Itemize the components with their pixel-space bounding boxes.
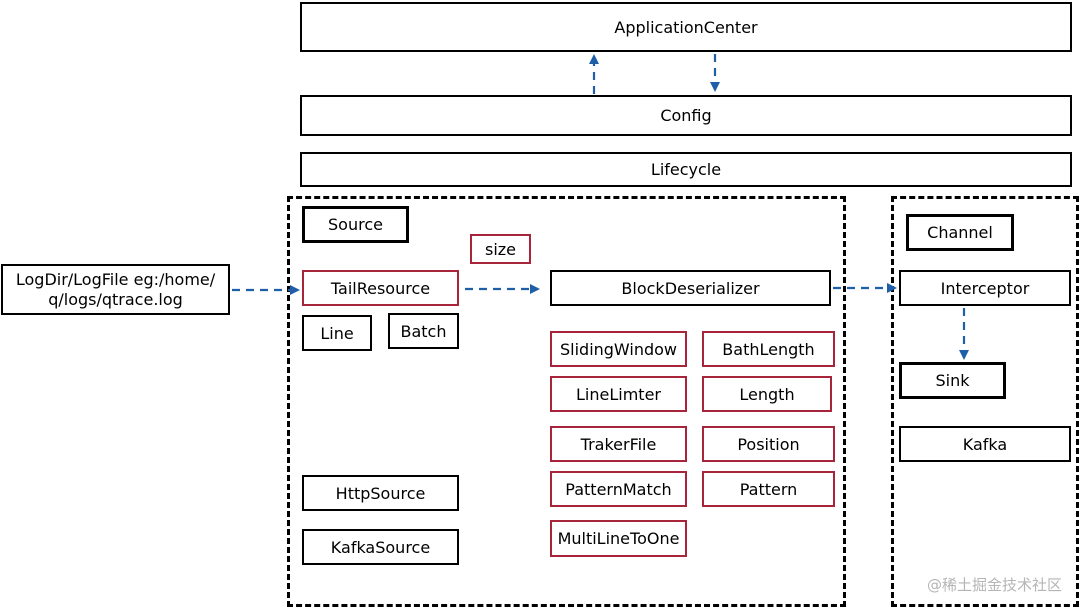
sink-label: Sink: [935, 371, 970, 390]
application-center-box: ApplicationCenter: [300, 2, 1072, 52]
sliding-window-box: SlidingWindow: [550, 331, 687, 367]
channel-label: Channel: [927, 223, 993, 242]
channel-container: [891, 196, 1079, 607]
pattern-match-box: PatternMatch: [550, 471, 687, 507]
multi-line-to-one-label: MultiLineToOne: [557, 529, 680, 548]
kafka-label: Kafka: [962, 434, 1008, 454]
source-container: [287, 196, 846, 607]
lifecycle-box: Lifecycle: [300, 152, 1072, 187]
config-box: Config: [300, 95, 1072, 136]
block-deserializer-box: BlockDeserializer: [550, 270, 831, 306]
line-label: Line: [320, 323, 354, 343]
log-path-line1: LogDir/LogFile eg:/home/: [15, 269, 216, 289]
tail-resource-label: TailResource: [330, 278, 431, 298]
line-box: Line: [302, 315, 372, 351]
kafka-source-label: KafkaSource: [330, 537, 431, 557]
pattern-match-label: PatternMatch: [565, 479, 672, 499]
traker-file-box: TrakerFile: [550, 426, 687, 462]
http-source-box: HttpSource: [302, 475, 459, 511]
traker-file-label: TrakerFile: [580, 434, 657, 454]
pattern-box: Pattern: [702, 471, 835, 507]
kafka-box: Kafka: [899, 426, 1071, 462]
position-box: Position: [702, 426, 835, 462]
sink-box: Sink: [899, 362, 1006, 399]
bath-length-box: BathLength: [702, 331, 835, 367]
lifecycle-label: Lifecycle: [650, 160, 722, 179]
sliding-window-label: SlidingWindow: [559, 339, 678, 359]
line-limter-box: LineLimter: [550, 376, 687, 412]
size-box: size: [470, 234, 531, 264]
source-box: Source: [302, 206, 409, 243]
watermark: @稀土掘金技术社区: [926, 576, 1062, 594]
size-label: size: [484, 239, 517, 259]
kafka-source-box: KafkaSource: [302, 529, 459, 565]
log-path-box: LogDir/LogFile eg:/home/ q/logs/qtrace.l…: [1, 264, 230, 315]
bath-length-label: BathLength: [722, 339, 815, 359]
length-box: Length: [702, 376, 832, 412]
http-source-label: HttpSource: [335, 483, 426, 503]
line-limter-label: LineLimter: [576, 384, 661, 404]
batch-label: Batch: [400, 321, 447, 341]
tail-resource-box: TailResource: [302, 270, 459, 306]
application-center-label: ApplicationCenter: [614, 17, 758, 37]
length-label: Length: [739, 384, 795, 404]
block-deserializer-label: BlockDeserializer: [621, 278, 760, 298]
log-path-line2: q/logs/qtrace.log: [48, 289, 183, 309]
config-label: Config: [660, 106, 712, 125]
pattern-label: Pattern: [739, 479, 798, 499]
channel-box: Channel: [906, 214, 1014, 251]
interceptor-label: Interceptor: [940, 278, 1030, 298]
source-label: Source: [328, 215, 383, 234]
batch-box: Batch: [388, 313, 459, 349]
position-label: Position: [737, 434, 800, 454]
interceptor-box: Interceptor: [899, 270, 1071, 306]
multi-line-to-one-box: MultiLineToOne: [550, 520, 687, 557]
